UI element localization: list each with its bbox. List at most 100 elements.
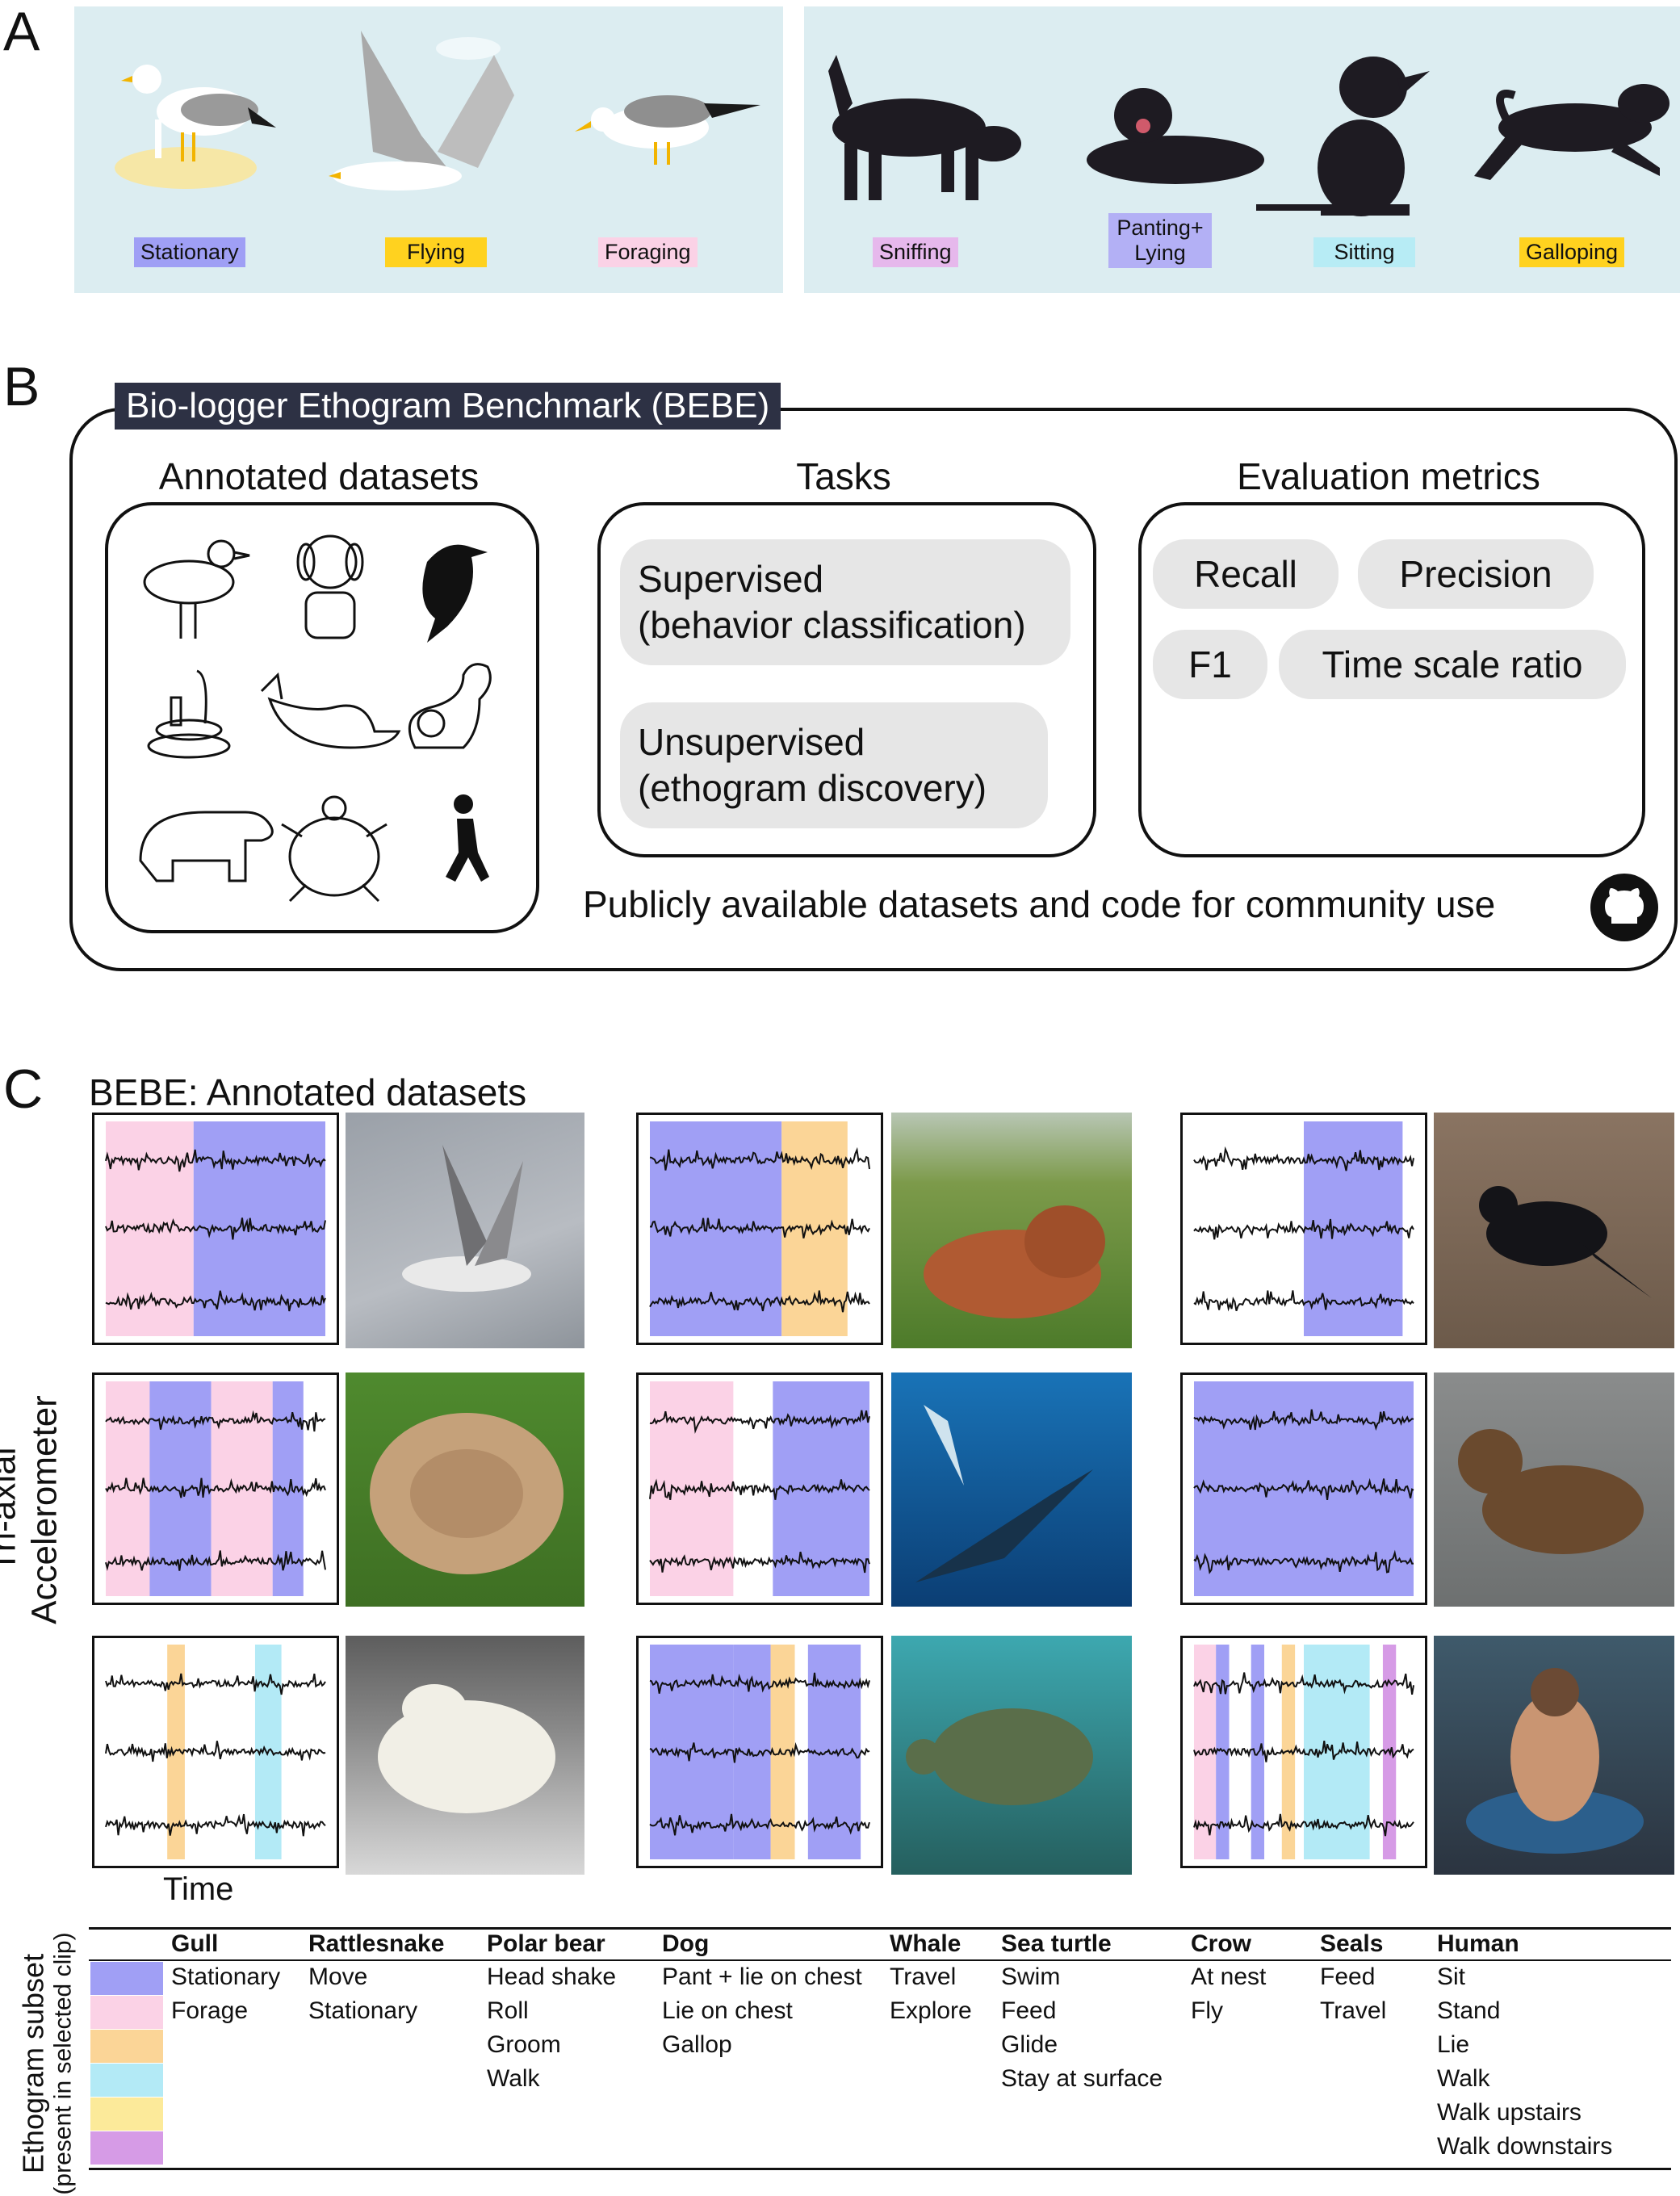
photo-whale — [891, 1372, 1132, 1607]
legend-behavior-cell: Stand — [1437, 1997, 1501, 2024]
seal-icon — [408, 663, 492, 749]
unsupervised-task-pill: Unsupervised (ethogram discovery) — [620, 702, 1048, 828]
legend-swatch — [90, 2098, 163, 2131]
accelerometer-axis-trace — [649, 1551, 870, 1574]
legend-behavior-cell: Swim — [1001, 1963, 1061, 1990]
dog-icon — [296, 534, 364, 639]
accelerometer-axis-trace — [649, 1672, 870, 1694]
accelerometer-axis-trace — [105, 1290, 326, 1312]
legend-swatch — [90, 2131, 163, 2165]
polar-bear-icon — [139, 811, 274, 882]
public-availability-note: Publicly available datasets and code for… — [583, 883, 1496, 925]
legend-behavior-cell: Travel — [890, 1963, 957, 1990]
accelerometer-axis-trace — [105, 1149, 326, 1172]
legend-behavior-cell: At nest — [1191, 1963, 1267, 1990]
legend-behavior-cell: Forage — [171, 1997, 249, 2024]
photo-polar-bear — [346, 1636, 584, 1875]
supervised-task-pill: Supervised (behavior classification) — [620, 539, 1070, 665]
legend-side-label-line2: (present in selected clip) — [49, 1932, 77, 2195]
trace-whale — [636, 1372, 883, 1605]
legend-swatch — [90, 2030, 163, 2063]
y-axis-label-line2: Accelerometer — [24, 1395, 64, 1624]
behavior-band — [167, 1645, 185, 1859]
behavior-tag-galloping: Galloping — [1519, 237, 1625, 268]
trace-sea-turtle — [636, 1636, 883, 1868]
behavior-tag-foraging: Foraging — [598, 237, 698, 268]
trace-rattlesnake — [92, 1372, 339, 1605]
accelerometer-axis-trace — [105, 1550, 326, 1571]
legend-behavior-cell: Explore — [890, 1997, 972, 2024]
trace-dog — [636, 1113, 883, 1345]
accelerometer-axis-trace — [649, 1478, 870, 1500]
legend-header-rule — [89, 1959, 1671, 1961]
photo-rattlesnake — [346, 1372, 584, 1607]
panel-c-title: BEBE: Annotated datasets — [89, 1071, 527, 1113]
bebe-title: Bio-logger Ethogram Benchmark (BEBE) — [115, 383, 781, 430]
behavior-tag-sniffing: Sniffing — [873, 237, 958, 268]
bebe-frame — [69, 408, 1678, 971]
legend-behavior-cell: Stationary — [171, 1963, 281, 1990]
legend-behavior-cell: Feed — [1001, 1997, 1057, 2024]
photo-dog — [891, 1113, 1132, 1348]
legend-behavior-cell: Move — [308, 1963, 368, 1990]
panel-b-label: B — [3, 356, 40, 417]
legend-behavior-cell: Feed — [1320, 1963, 1376, 1990]
photo-gull — [346, 1113, 584, 1348]
accelerometer-axis-trace — [1193, 1672, 1414, 1695]
accelerometer-axis-trace — [649, 1146, 870, 1171]
accelerometer-axis-trace — [1193, 1740, 1414, 1762]
metric-f1: F1 — [1153, 630, 1267, 699]
evaluation-metrics-title: Evaluation metrics — [1237, 455, 1540, 497]
annotated-datasets-box — [105, 502, 539, 933]
legend-behavior-cell: Gallop — [662, 2031, 732, 2058]
metric-recall: Recall — [1153, 539, 1339, 609]
annotated-datasets-title: Annotated datasets — [158, 455, 480, 497]
evaluation-metrics-box — [1138, 502, 1645, 857]
legend-species-header: Polar bear — [487, 1930, 605, 1957]
legend-behavior-cell: Glide — [1001, 2031, 1058, 2058]
gull-illustrations — [115, 31, 760, 191]
accelerometer-axis-trace — [1193, 1477, 1414, 1501]
photo-sea-turtle — [891, 1636, 1132, 1875]
behavior-tag-panting-lying: Panting+ Lying — [1108, 213, 1212, 269]
photo-seal — [1434, 1372, 1674, 1607]
github-icon[interactable] — [1589, 872, 1660, 943]
accelerometer-axis-trace — [649, 1741, 870, 1763]
behavior-tag-sitting: Sitting — [1313, 237, 1415, 268]
accelerometer-axis-trace — [1193, 1218, 1414, 1240]
trace-human — [1180, 1636, 1427, 1868]
legend-bottom-rule — [89, 2168, 1671, 2170]
trace-seal — [1180, 1372, 1427, 1605]
accelerometer-axis-trace — [1193, 1409, 1414, 1431]
legend-behavior-cell: Stationary — [308, 1997, 418, 2024]
legend-behavior-cell: Walk — [1437, 2065, 1490, 2092]
legend-swatch — [90, 1996, 163, 2029]
metric-time-scale-ratio: Time scale ratio — [1279, 630, 1626, 699]
accelerometer-axis-trace — [105, 1217, 326, 1240]
legend-behavior-cell: Roll — [487, 1997, 529, 2024]
panel-c-label: C — [3, 1058, 44, 1120]
accelerometer-axis-trace — [649, 1290, 870, 1313]
accelerometer-axis-trace — [649, 1813, 870, 1836]
legend-behavior-cell: Walk downstairs — [1437, 2133, 1613, 2160]
legend-behavior-cell: Lie on chest — [662, 1997, 793, 2024]
legend-behavior-cell: Walk upstairs — [1437, 2099, 1582, 2126]
behavior-band — [1216, 1645, 1230, 1859]
behavior-tag-stationary: Stationary — [134, 237, 245, 268]
trace-crow — [1180, 1113, 1427, 1345]
dog-behaviors-panel — [804, 6, 1680, 293]
legend-top-rule — [89, 1927, 1671, 1930]
tasks-box — [597, 502, 1096, 857]
accelerometer-axis-trace — [1193, 1549, 1414, 1574]
accelerometer-axis-trace — [105, 1477, 326, 1498]
y-axis-label-line1: Tri-axial — [0, 1447, 23, 1573]
legend-behavior-cell: Pant + lie on chest — [662, 1963, 862, 1990]
x-axis-label: Time — [163, 1871, 234, 1907]
accelerometer-axis-trace — [105, 1813, 326, 1837]
legend-behavior-cell: Travel — [1320, 1997, 1387, 2024]
tasks-title: Tasks — [796, 455, 891, 497]
accelerometer-axis-trace — [1193, 1813, 1414, 1837]
gull-icon — [143, 539, 250, 639]
accelerometer-axis-trace — [1193, 1146, 1414, 1171]
legend-behavior-cell: Lie — [1437, 2031, 1470, 2058]
